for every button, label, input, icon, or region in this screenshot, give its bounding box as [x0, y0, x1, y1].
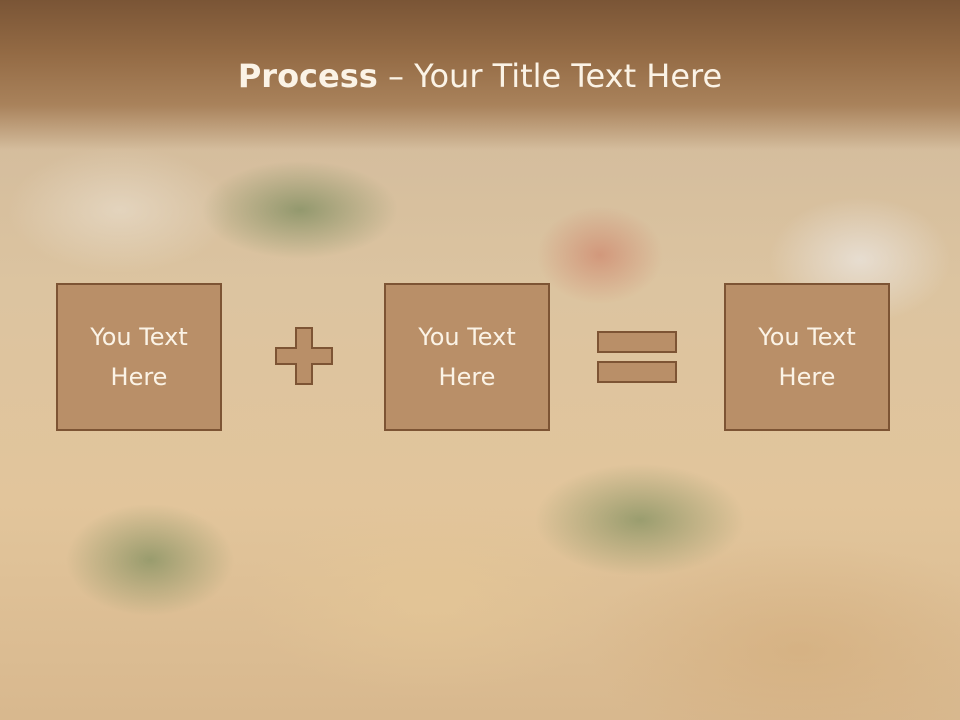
slide-title: Process – Your Title Text Here [0, 52, 960, 100]
process-box-3: You Text Here [724, 283, 890, 431]
process-box-3-text: You Text Here [758, 323, 856, 391]
title-bold: Process [237, 57, 378, 95]
process-box-2-text: You Text Here [418, 323, 516, 391]
title-rest: – Your Title Text Here [377, 57, 723, 95]
title-band [0, 0, 960, 150]
equals-icon [597, 331, 677, 383]
plus-icon [275, 327, 333, 385]
process-box-1-text: You Text Here [90, 323, 188, 391]
process-box-2: You Text Here [384, 283, 550, 431]
process-box-1: You Text Here [56, 283, 222, 431]
